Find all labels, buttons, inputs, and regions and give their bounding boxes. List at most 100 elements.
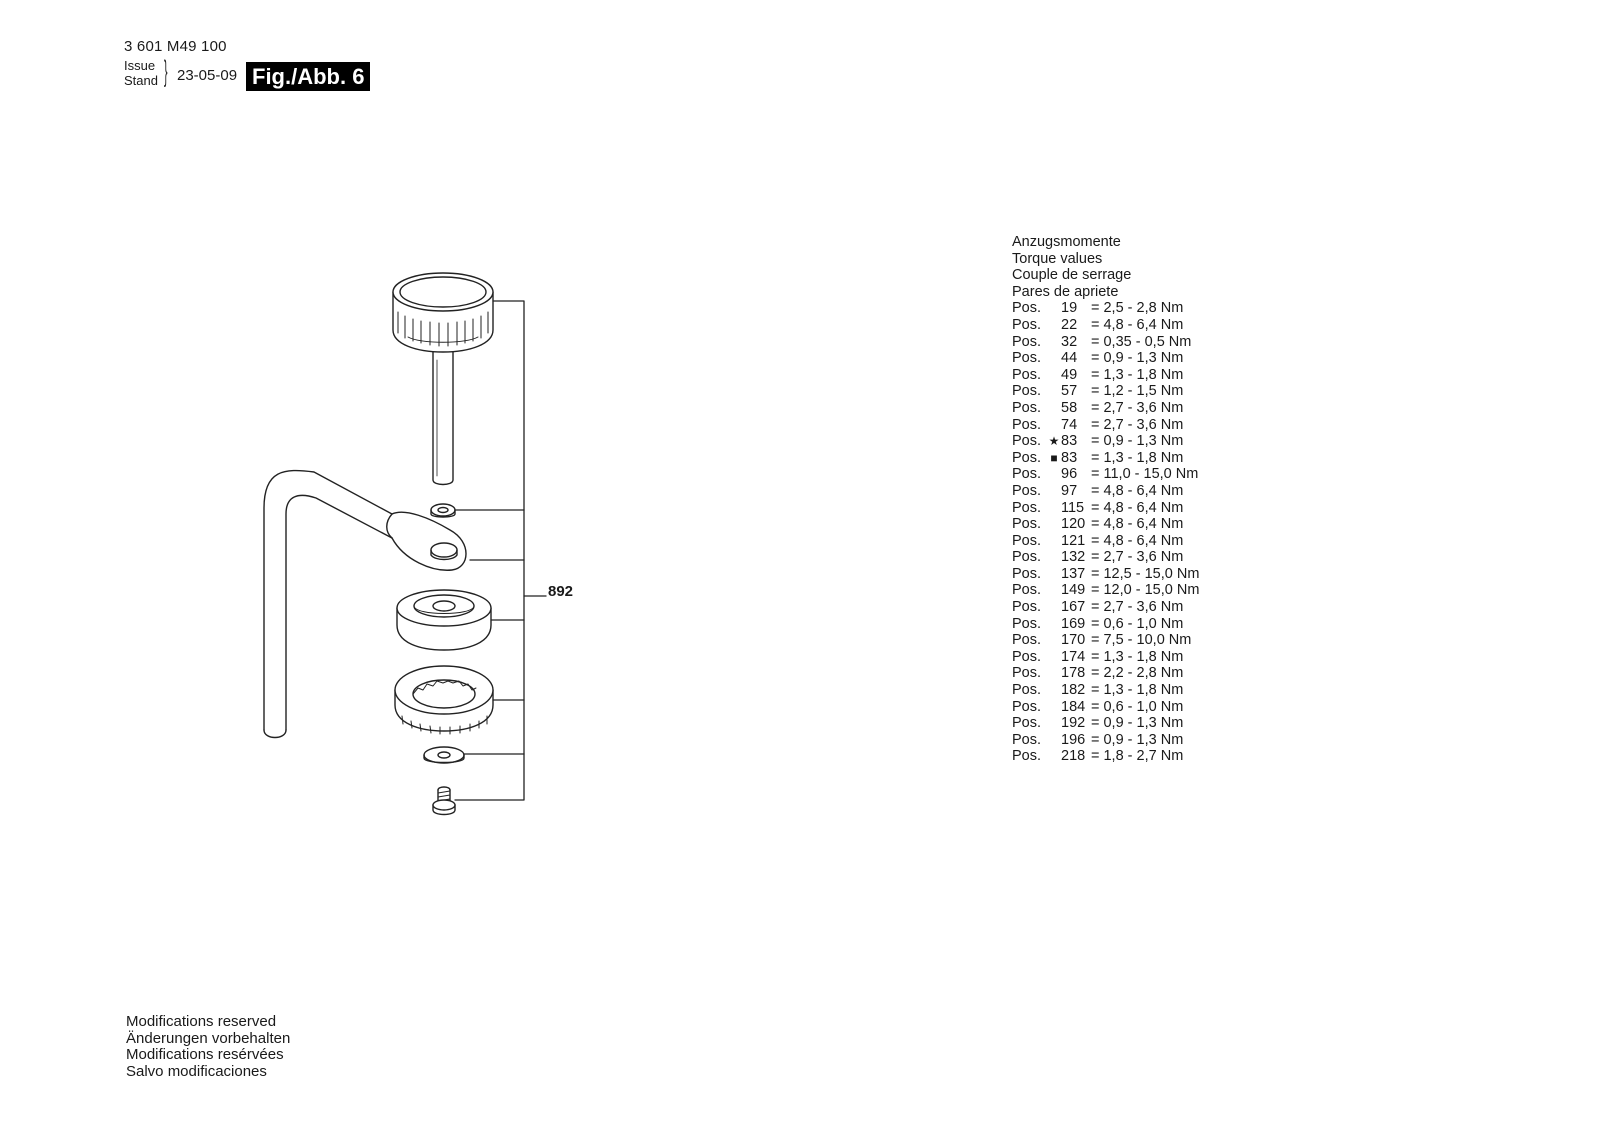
screw-part bbox=[432, 786, 456, 816]
torque-row: Pos.137= 12,5 - 15,0 Nm bbox=[1012, 566, 1199, 583]
torque-position-number: 57 bbox=[1061, 383, 1078, 400]
torque-row: Pos.169= 0,6 - 1,0 Nm bbox=[1012, 616, 1199, 633]
torque-pos-label: Pos. bbox=[1012, 333, 1042, 350]
torque-row: Pos.★83= 0,9 - 1,3 Nm bbox=[1012, 433, 1199, 450]
torque-position-number: 196 bbox=[1061, 731, 1086, 748]
callout-892: 892 bbox=[548, 583, 574, 600]
torque-symbol bbox=[1047, 300, 1061, 317]
torque-position-number: 120 bbox=[1061, 516, 1086, 533]
stand-label: Stand bbox=[124, 73, 158, 88]
torque-position-number: 167 bbox=[1061, 599, 1086, 616]
torque-pos-label: Pos. bbox=[1012, 532, 1042, 549]
figure-label: Fig./Abb. 6 bbox=[246, 62, 371, 91]
torque-value: = 4,8 - 6,4 Nm bbox=[1091, 316, 1184, 333]
torque-position-number: 137 bbox=[1061, 565, 1086, 582]
torque-row: Pos.178= 2,2 - 2,8 Nm bbox=[1012, 665, 1199, 682]
torque-position-number: 49 bbox=[1061, 366, 1078, 383]
issue-label: Issue bbox=[124, 58, 156, 73]
torque-symbol bbox=[1047, 699, 1061, 716]
torque-value: = 0,6 - 1,0 Nm bbox=[1091, 698, 1184, 715]
torque-row: Pos. ■83 = 1,3 - 1,8 Nm bbox=[1012, 450, 1199, 467]
torque-pos-label: Pos. bbox=[1012, 300, 1042, 317]
torque-row: Pos.182= 1,3 - 1,8 Nm bbox=[1012, 682, 1199, 699]
torque-row: Pos.32= 0,35 - 0,5 Nm bbox=[1012, 334, 1199, 351]
torque-heading-en: Torque values bbox=[1012, 250, 1103, 267]
torque-row: Pos.132= 2,7 - 3,6 Nm bbox=[1012, 549, 1199, 566]
brace-icon: } bbox=[164, 55, 168, 88]
torque-position-number: 218 bbox=[1061, 748, 1086, 765]
torque-symbol bbox=[1047, 732, 1061, 749]
torque-value: = 0,9 - 1,3 Nm bbox=[1091, 731, 1184, 748]
torque-symbol bbox=[1047, 317, 1061, 334]
bent-arm-part bbox=[263, 469, 467, 739]
torque-row: Pos.57= 1,2 - 1,5 Nm bbox=[1012, 383, 1199, 400]
torque-row: Pos.218= 1,8 - 2,7 Nm bbox=[1012, 748, 1199, 765]
torque-position-number: 97 bbox=[1061, 482, 1078, 499]
torque-heading-es: Pares de apriete bbox=[1012, 283, 1119, 300]
torque-row: Pos.49= 1,3 - 1,8 Nm bbox=[1012, 367, 1199, 384]
modifications-line-en: Modifications reserved bbox=[126, 1013, 277, 1030]
torque-pos-label: Pos. bbox=[1012, 682, 1042, 699]
torque-position-number: 83 bbox=[1061, 449, 1078, 466]
torque-symbol bbox=[1047, 748, 1061, 765]
torque-position-number: 170 bbox=[1061, 632, 1086, 649]
torque-value: = 2,7 - 3,6 Nm bbox=[1091, 549, 1184, 566]
washer-part bbox=[423, 746, 465, 764]
torque-symbol bbox=[1047, 632, 1061, 649]
torque-value: = 0,35 - 0,5 Nm bbox=[1091, 333, 1192, 350]
issue-stand-label: Issue Stand bbox=[124, 58, 158, 88]
torque-value: = 2,2 - 2,8 Nm bbox=[1091, 665, 1184, 682]
torque-value: = 2,7 - 3,6 Nm bbox=[1091, 399, 1184, 416]
torque-symbol bbox=[1047, 516, 1061, 533]
torque-row: Pos.74= 2,7 - 3,6 Nm bbox=[1012, 417, 1199, 434]
torque-position-number: 96 bbox=[1061, 466, 1078, 483]
torque-pos-label: Pos. bbox=[1012, 748, 1042, 765]
torque-pos-label: Pos. bbox=[1012, 383, 1042, 400]
torque-pos-label: Pos. bbox=[1012, 549, 1042, 566]
small-washer-part bbox=[430, 503, 456, 518]
torque-row: Pos.120= 4,8 - 6,4 Nm bbox=[1012, 516, 1199, 533]
torque-row: Pos. 22 = 4,8 - 6,4 Nm bbox=[1012, 317, 1199, 334]
torque-position-number: 115 bbox=[1061, 499, 1085, 516]
torque-row: Pos. 97 = 4,8 - 6,4 Nm bbox=[1012, 483, 1199, 500]
torque-symbol bbox=[1047, 466, 1061, 483]
torque-symbol bbox=[1047, 334, 1061, 351]
modifications-line-es: Salvo modificaciones bbox=[126, 1063, 267, 1081]
modifications-line-fr: Modifications resérvées bbox=[126, 1046, 284, 1064]
torque-value: = 4,8 - 6,4 Nm bbox=[1091, 482, 1184, 499]
torque-row: Pos.170= 7,5 - 10,0 Nm bbox=[1012, 632, 1199, 649]
knob-part bbox=[392, 272, 494, 353]
torque-row: Pos.196= 0,9 - 1,3 Nm bbox=[1012, 732, 1199, 749]
torque-pos-label: Pos. bbox=[1012, 599, 1042, 616]
torque-symbol bbox=[1047, 533, 1061, 550]
torque-row: Pos.184= 0,6 - 1,0 Nm bbox=[1012, 699, 1199, 716]
torque-pos-label: Pos. bbox=[1012, 632, 1042, 649]
torque-row: Pos. 167 = 2,7 - 3,6 Nm bbox=[1012, 599, 1199, 616]
torque-position-number: 149 bbox=[1061, 582, 1086, 599]
torque-pos-label: Pos. bbox=[1012, 482, 1042, 499]
torque-symbol: ■ bbox=[1050, 450, 1058, 465]
torque-values-table: Anzugsmomente Torque values Couple de se… bbox=[1012, 234, 1199, 765]
torque-pos-label: Pos. bbox=[1012, 433, 1042, 450]
torque-position-number: 19 bbox=[1061, 300, 1078, 317]
torque-value: = 4,8 - 6,4 Nm bbox=[1091, 516, 1184, 533]
torque-pos-label: Pos. bbox=[1012, 316, 1042, 333]
torque-value: = 2,7 - 3,6 Nm bbox=[1091, 599, 1184, 616]
torque-value: = 12,5 - 15,0 Nm bbox=[1091, 565, 1200, 582]
toothed-ring-part bbox=[394, 665, 494, 735]
torque-position-number: 169 bbox=[1061, 615, 1086, 632]
torque-pos-label: Pos. bbox=[1012, 399, 1042, 416]
torque-value: = 0,9 - 1,3 Nm bbox=[1091, 350, 1184, 367]
torque-pos-label: Pos. bbox=[1012, 449, 1042, 466]
torque-row: Pos. 19 = 2,5 - 2,8 Nm bbox=[1012, 300, 1199, 317]
torque-row: Pos.121= 4,8 - 6,4 Nm bbox=[1012, 533, 1199, 550]
torque-symbol bbox=[1047, 500, 1061, 517]
torque-position-number: 182 bbox=[1061, 682, 1086, 699]
torque-value: = 0,6 - 1,0 Nm bbox=[1091, 615, 1184, 632]
torque-position-number: 121 bbox=[1061, 532, 1086, 549]
torque-position-number: 22 bbox=[1061, 316, 1078, 333]
torque-symbol: ★ bbox=[1048, 434, 1060, 449]
torque-value: = 2,5 - 2,8 Nm bbox=[1091, 300, 1184, 317]
torque-value: = 1,3 - 1,8 Nm bbox=[1091, 449, 1184, 466]
